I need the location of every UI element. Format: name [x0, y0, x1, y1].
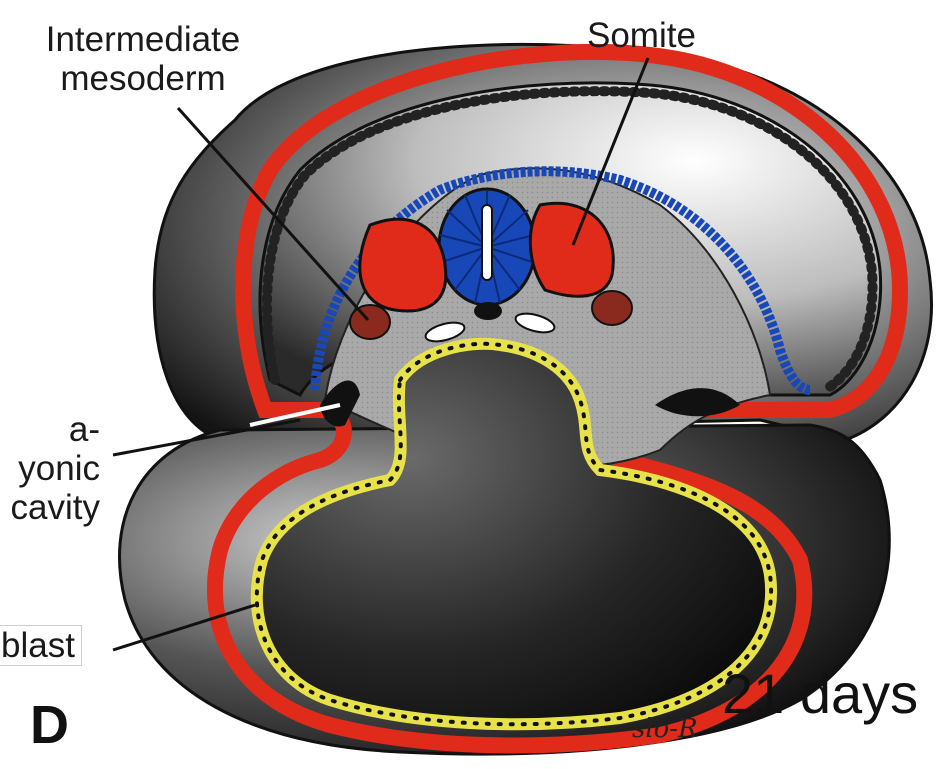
neural-canal: [482, 205, 492, 280]
left-somite: [360, 219, 446, 311]
label-intermediate-mesoderm: Intermediate mesoderm: [12, 20, 274, 98]
panel-letter: D: [30, 698, 69, 752]
artist-signature: slo-R: [632, 716, 698, 742]
label-blast-fragment: blast: [0, 625, 82, 666]
notochord: [474, 302, 502, 320]
label-cavity-fragment: a- yonic cavity: [0, 410, 100, 528]
right-intermediate-mesoderm: [592, 291, 632, 325]
label-age: 21 days: [722, 666, 918, 722]
left-intermediate-mesoderm: [350, 305, 390, 339]
label-somite: Somite: [587, 16, 696, 55]
